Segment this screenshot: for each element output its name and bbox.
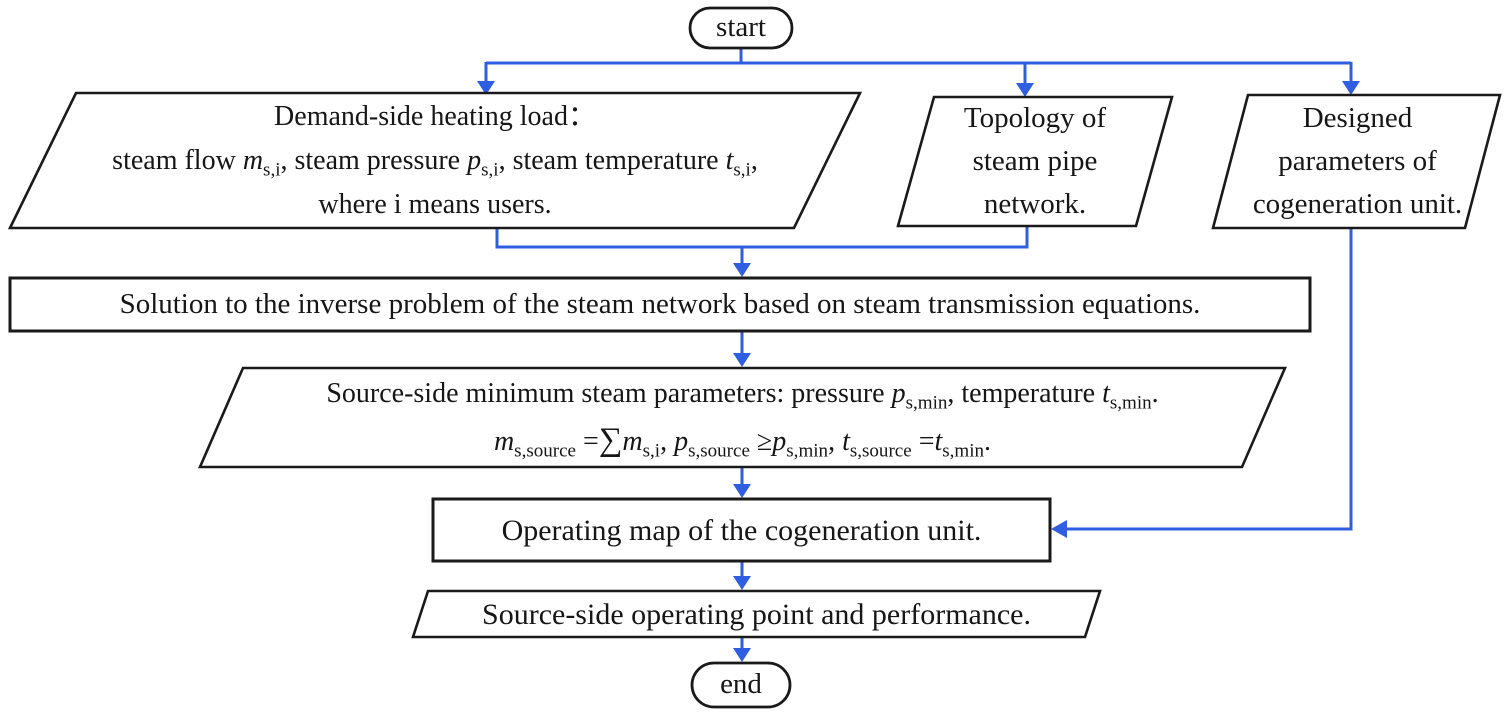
- arrowhead-to-operating-map-right: [1051, 520, 1067, 538]
- edge-designed-to-map: [1067, 228, 1353, 531]
- arrowhead-to-inverse-problem: [733, 263, 751, 277]
- arrowhead-to-operating-map-top: [733, 484, 751, 498]
- inverse-problem-shape: [8, 276, 1312, 333]
- end-shape: [690, 661, 792, 709]
- arrowhead-to-operating-point: [733, 576, 751, 590]
- source-min-shape: [198, 366, 1287, 469]
- arrowhead-to-demand-load: [477, 81, 495, 95]
- start-shape: [688, 6, 794, 50]
- arrowhead-to-topology: [1016, 83, 1034, 97]
- operating-map-shape: [431, 497, 1052, 563]
- topology-shape: [896, 95, 1174, 228]
- arrowhead-to-end: [733, 648, 751, 662]
- arrowhead-to-source-min: [733, 353, 751, 367]
- operating-point-shape: [411, 589, 1102, 639]
- edge-demand-topology-join: [495, 226, 1029, 264]
- edge-start-split: [484, 48, 1353, 84]
- arrowhead-to-designed-params: [1342, 81, 1360, 95]
- demand-load-shape: [7, 91, 863, 230]
- designed-params-shape: [1211, 93, 1502, 230]
